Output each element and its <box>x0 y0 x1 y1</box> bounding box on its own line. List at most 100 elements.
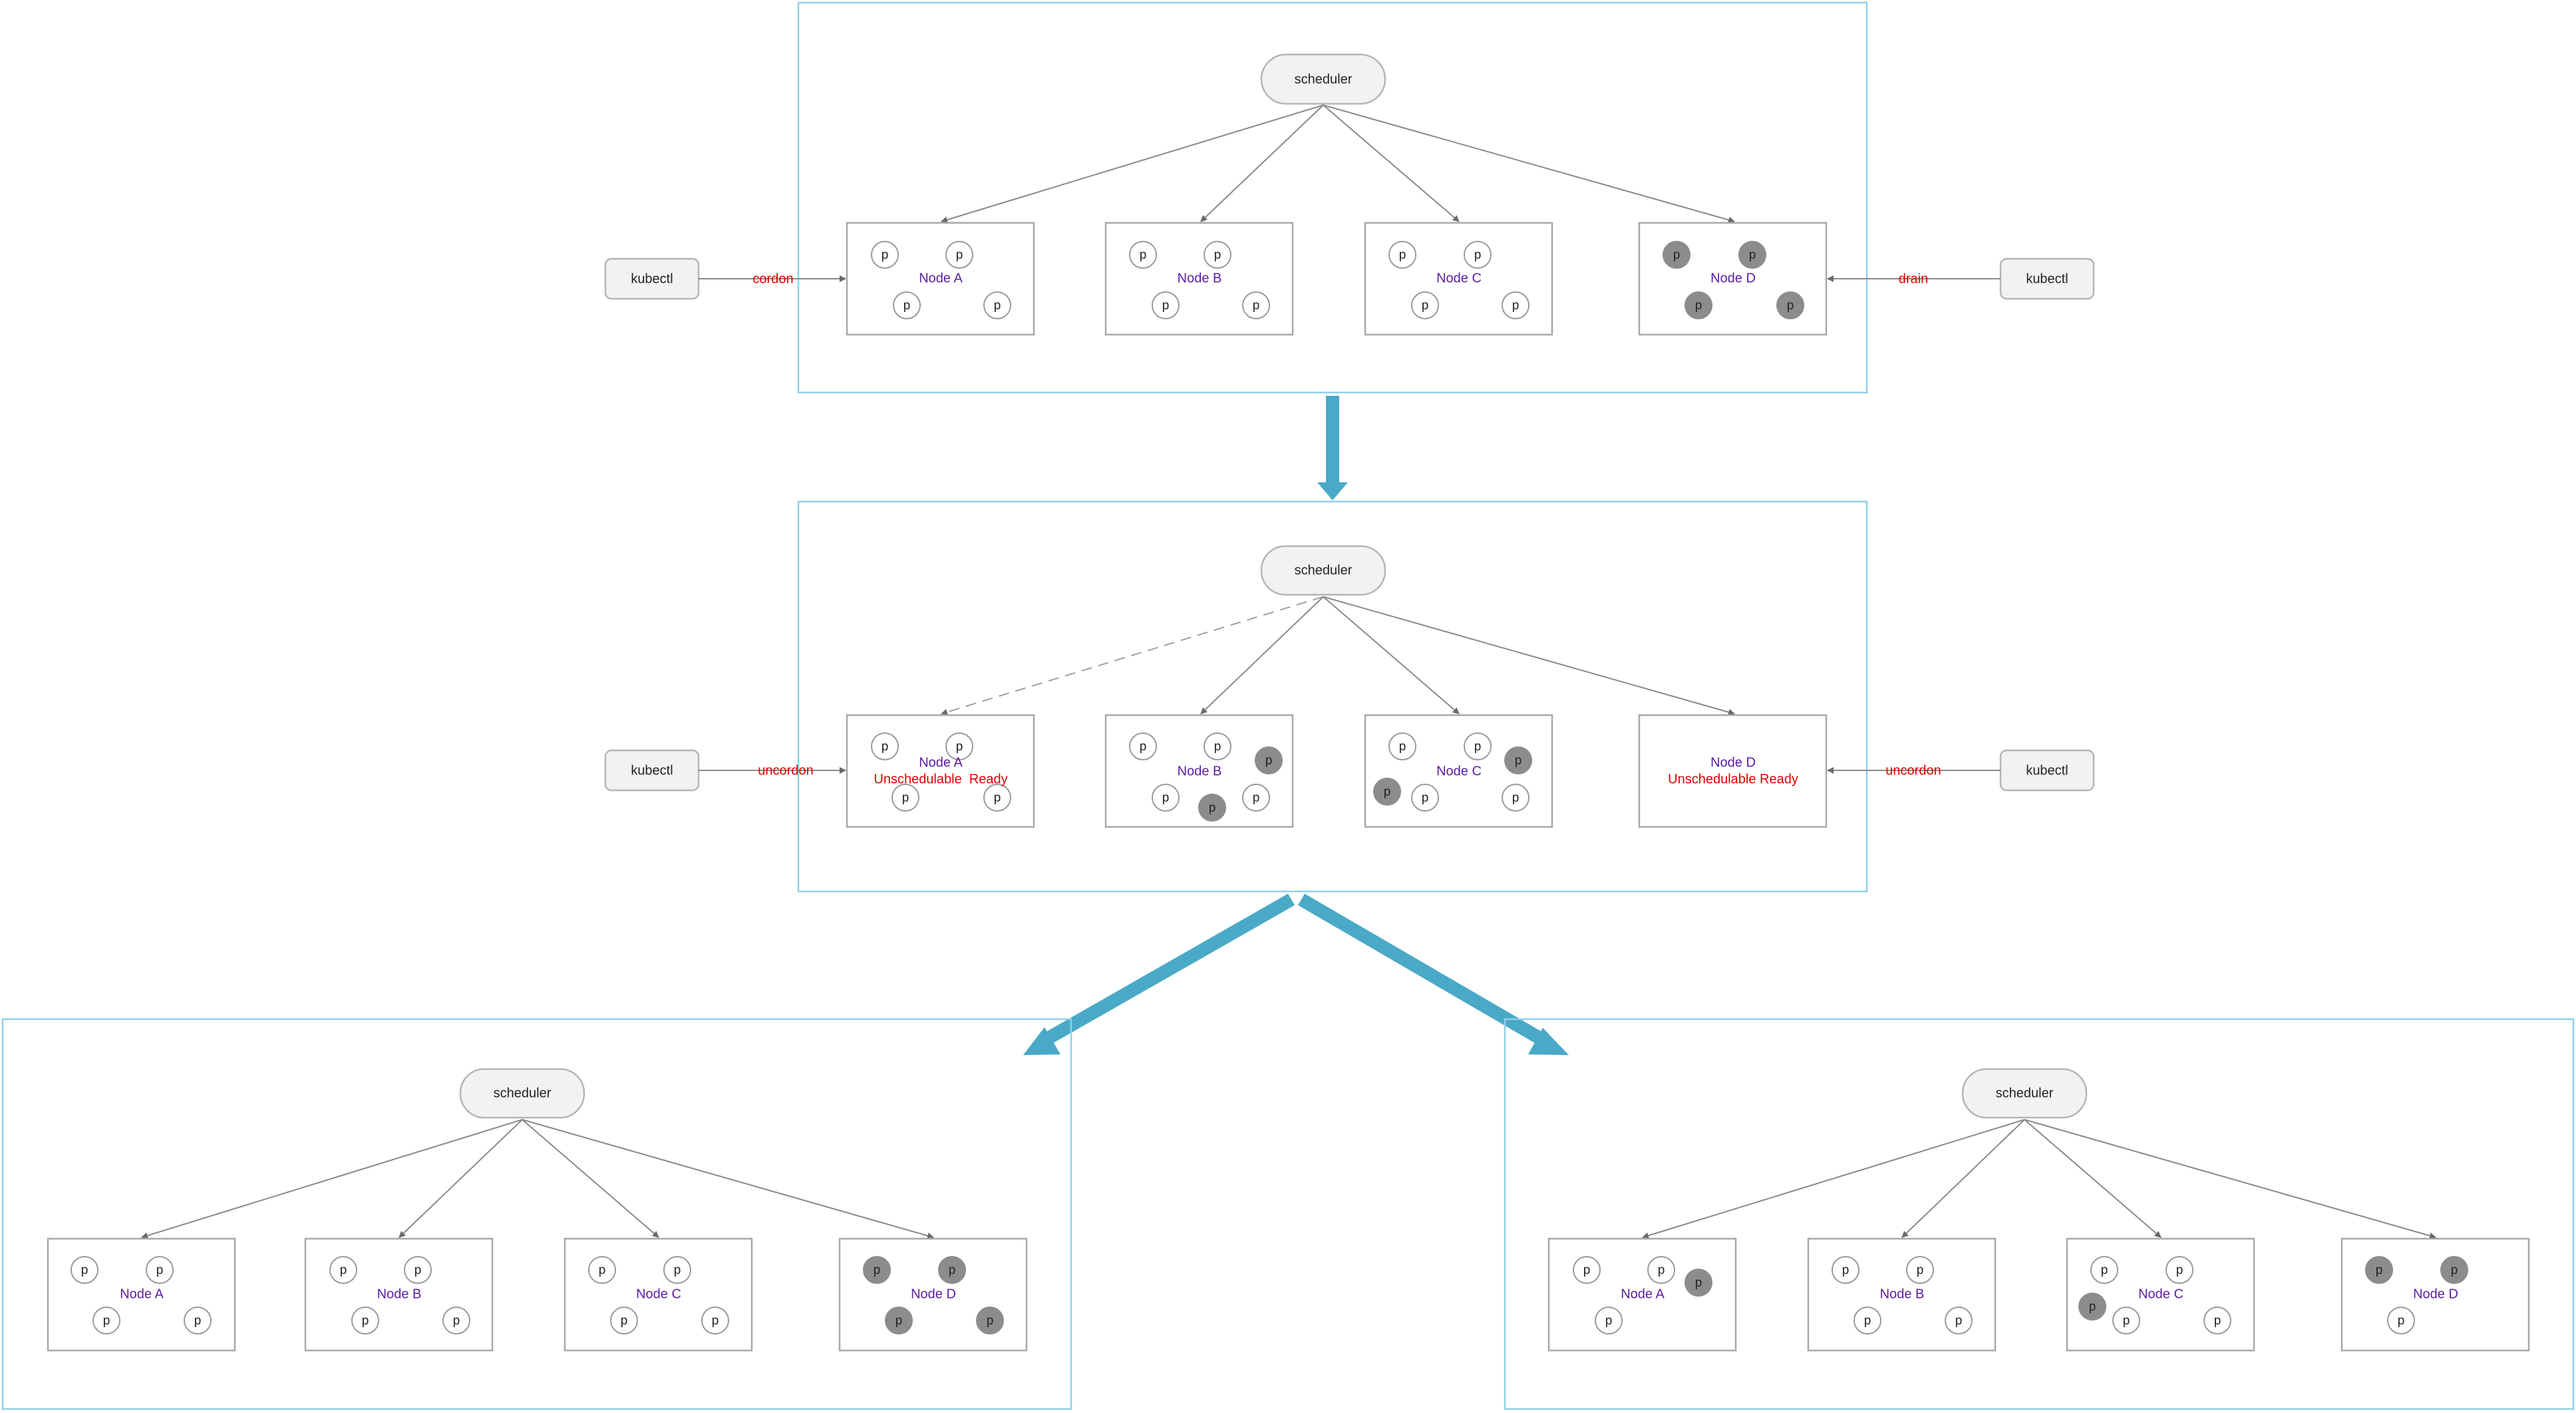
node-name: Node A <box>120 1287 164 1301</box>
scheduler-edge <box>1642 1119 2025 1239</box>
scheduler-edge <box>1323 596 1460 714</box>
pod: p <box>701 1307 729 1334</box>
action-label-uncordon: uncordon <box>758 763 813 778</box>
node-b: Node B p p p p p p <box>1104 714 1294 828</box>
svg-text:p: p <box>1384 785 1391 799</box>
node-name: Node D <box>1710 755 1756 770</box>
node-status: Unschedulable Ready <box>1668 772 1798 786</box>
node-name: Node C <box>1436 764 1482 778</box>
action-label-drain: drain <box>1899 271 1928 286</box>
pod: p <box>1242 784 1270 812</box>
svg-text:p: p <box>2101 1263 2108 1277</box>
scheduler-edge <box>1323 104 1460 222</box>
svg-text:p: p <box>194 1314 202 1328</box>
node-d: Node D p p p p <box>838 1237 1028 1352</box>
svg-text:p: p <box>882 248 889 262</box>
scheduler-edge <box>941 104 1324 224</box>
scheduler-node <box>459 1068 585 1119</box>
pod: p <box>2166 1256 2193 1284</box>
pod: p <box>1204 732 1231 760</box>
pod: p <box>329 1256 357 1284</box>
kubectl-label: kubectl <box>631 763 673 778</box>
svg-text:p: p <box>874 1263 881 1277</box>
svg-text:p: p <box>1474 248 1482 262</box>
svg-text:p: p <box>674 1263 681 1277</box>
svg-text:p: p <box>1214 740 1221 754</box>
pod: p <box>351 1307 379 1334</box>
svg-text:p: p <box>2451 1263 2458 1277</box>
pod: p <box>938 1256 966 1284</box>
node-a: Node A p p p p <box>47 1237 236 1352</box>
svg-text:p: p <box>2176 1263 2183 1277</box>
svg-text:p: p <box>1605 1314 1613 1328</box>
svg-text:p: p <box>1512 791 1520 805</box>
svg-text:p: p <box>1917 1263 1924 1277</box>
pod: p <box>1255 746 1283 774</box>
pod: p <box>1945 1307 1973 1334</box>
pod: p <box>1388 241 1416 269</box>
pod: p <box>2203 1307 2231 1334</box>
pod: p <box>1204 241 1231 269</box>
scheduler-label: scheduler <box>1295 72 1353 86</box>
panel-frame <box>797 1 1868 394</box>
svg-text:p: p <box>1162 791 1170 805</box>
pod: p <box>1242 291 1270 319</box>
pod: p <box>885 1307 913 1334</box>
svg-text:p: p <box>103 1314 110 1328</box>
pod: p <box>2440 1256 2468 1284</box>
svg-text:p: p <box>1422 299 1429 313</box>
svg-text:p: p <box>987 1314 994 1328</box>
kubectl-label: kubectl <box>2026 763 2068 778</box>
svg-text:p: p <box>1749 248 1756 262</box>
pod: p <box>1464 241 1492 269</box>
pod: p <box>2387 1307 2415 1334</box>
pod: p <box>1411 784 1439 812</box>
kubectl-label: kubectl <box>631 271 673 286</box>
svg-text:p: p <box>712 1314 719 1328</box>
scheduler-node <box>1260 545 1386 596</box>
node-name: Node C <box>2138 1287 2183 1301</box>
svg-text:p: p <box>1695 1276 1702 1290</box>
scheduler-label: scheduler <box>1295 563 1353 577</box>
svg-text:p: p <box>882 740 889 754</box>
node-name: Node B <box>377 1287 422 1301</box>
scheduler-node <box>1260 53 1386 105</box>
pod: p <box>1411 291 1439 319</box>
node-d: Node D p p p <box>2340 1237 2530 1352</box>
scheduler-edge <box>141 1119 523 1239</box>
svg-text:p: p <box>1955 1314 1963 1328</box>
scheduler-edge <box>1200 596 1324 714</box>
pod: p <box>1502 784 1530 812</box>
svg-text:p: p <box>1787 299 1794 313</box>
svg-text:p: p <box>1515 754 1522 768</box>
panel-frame <box>1504 1018 2575 1410</box>
node-name: Node A <box>1621 1287 1665 1301</box>
pod: p <box>1373 778 1401 806</box>
transition-arrow-right <box>1297 893 1569 1055</box>
pod: p <box>1129 241 1157 269</box>
kubectl-label: kubectl <box>2026 271 2068 286</box>
pod: p <box>1685 1269 1712 1297</box>
node-name: Node D <box>911 1287 956 1301</box>
svg-text:p: p <box>599 1263 606 1277</box>
action-label-cordon: cordon <box>752 271 793 286</box>
svg-text:p: p <box>2089 1300 2096 1314</box>
panel-bottom-left: scheduler Node A p p p p Node B p p p p … <box>1 1018 1072 1410</box>
scheduler-label: scheduler <box>494 1086 552 1100</box>
svg-text:p: p <box>2376 1263 2383 1277</box>
node-box <box>1638 714 1828 828</box>
svg-text:p: p <box>2398 1314 2405 1328</box>
node-name: Node B <box>1178 271 1222 285</box>
node-a: p p p p Node A Unschedulable Ready <box>846 714 1035 828</box>
svg-text:p: p <box>1140 248 1147 262</box>
panel-frame <box>1 1018 1072 1410</box>
svg-text:p: p <box>1209 801 1216 815</box>
node-name: Node D <box>1710 271 1756 285</box>
pod: p <box>891 784 919 812</box>
pod: p <box>1663 241 1690 269</box>
pod: p <box>184 1307 212 1334</box>
pod: p <box>2078 1293 2106 1321</box>
scheduler-edge <box>522 1119 659 1238</box>
node-b: Node B p p p p <box>304 1237 494 1352</box>
pod: p <box>1685 291 1712 319</box>
